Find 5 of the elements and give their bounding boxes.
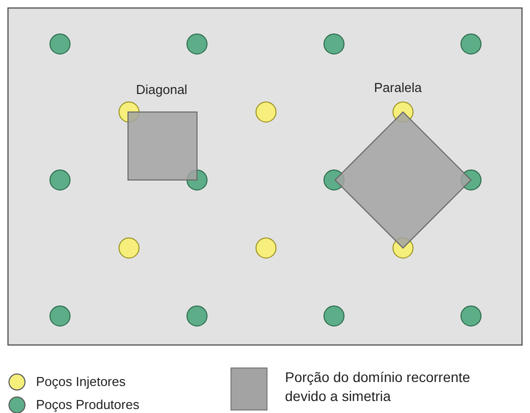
- legend-label: Poços Produtores: [36, 397, 140, 412]
- legend-label: Porção do domínio recorrente devido a simetria: [285, 368, 472, 406]
- pattern-label: Diagonal: [136, 82, 188, 97]
- legend-label: Poços Injetores: [36, 374, 126, 389]
- pattern-label: Paralela: [374, 80, 422, 95]
